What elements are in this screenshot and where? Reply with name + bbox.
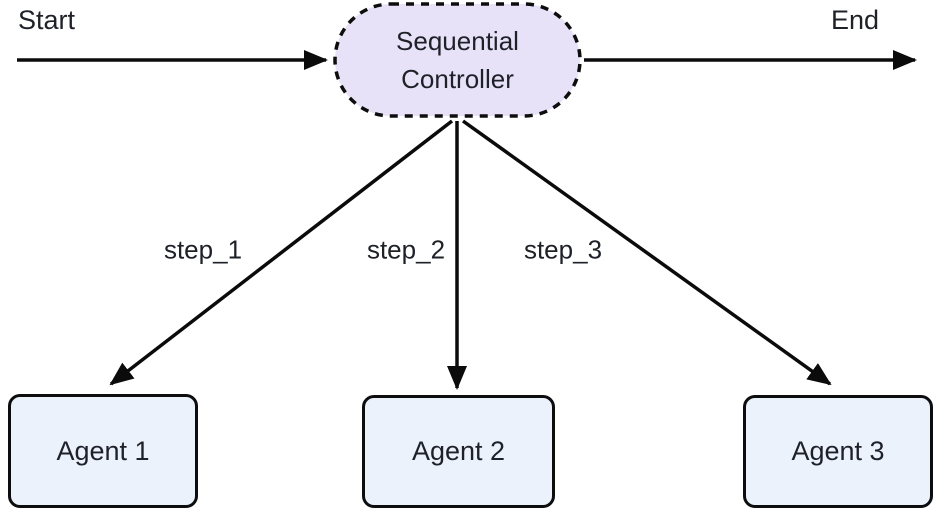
edge-controller-to-agent-1 bbox=[109, 119, 454, 386]
edge-label-step-3: step_3 bbox=[519, 234, 607, 266]
sequential-controller-shape bbox=[333, 2, 582, 118]
controller-label-line1: Sequential bbox=[396, 26, 519, 56]
agent-2-label: Agent 2 bbox=[411, 436, 506, 466]
edge-label-step-2: step_2 bbox=[362, 234, 450, 266]
end-label: End bbox=[831, 5, 880, 35]
sequential-controller-node: Sequential Controller bbox=[335, 4, 580, 116]
edge-label-step-1: step_1 bbox=[159, 234, 247, 266]
agent-3-label: Agent 3 bbox=[791, 436, 885, 466]
agent-1-node: Agent 1 bbox=[8, 394, 198, 508]
edge-controller-to-agent-3 bbox=[461, 119, 832, 386]
agent-2-node: Agent 2 bbox=[362, 395, 555, 508]
agent-3-node: Agent 3 bbox=[743, 395, 933, 508]
controller-label-line2: Controller bbox=[401, 64, 514, 94]
start-label: Start bbox=[18, 5, 76, 35]
agent-1-label: Agent 1 bbox=[56, 435, 150, 466]
